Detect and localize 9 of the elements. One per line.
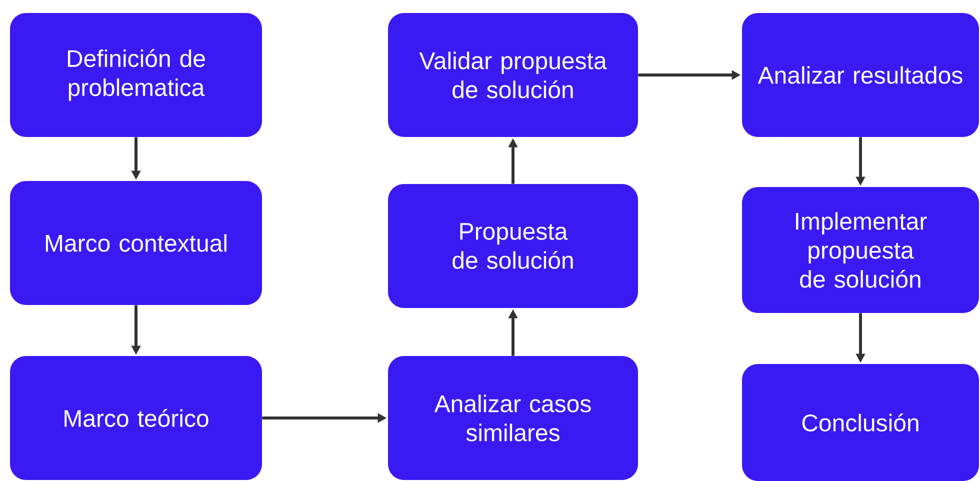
- process-box: Marco teórico: [10, 356, 262, 480]
- process-box: Marco contextual: [10, 181, 262, 305]
- process-box: Implementar propuesta de solución: [742, 186, 979, 313]
- process-box: Propuesta de solución: [388, 184, 638, 308]
- process-box: Analizar resultados: [742, 13, 979, 137]
- process-box: Validar propuesta de solución: [388, 13, 638, 137]
- process-box: Analizar casos similares: [388, 356, 638, 480]
- process-box: Conclusión: [742, 364, 979, 481]
- process-box: Definición de problematica: [10, 13, 262, 137]
